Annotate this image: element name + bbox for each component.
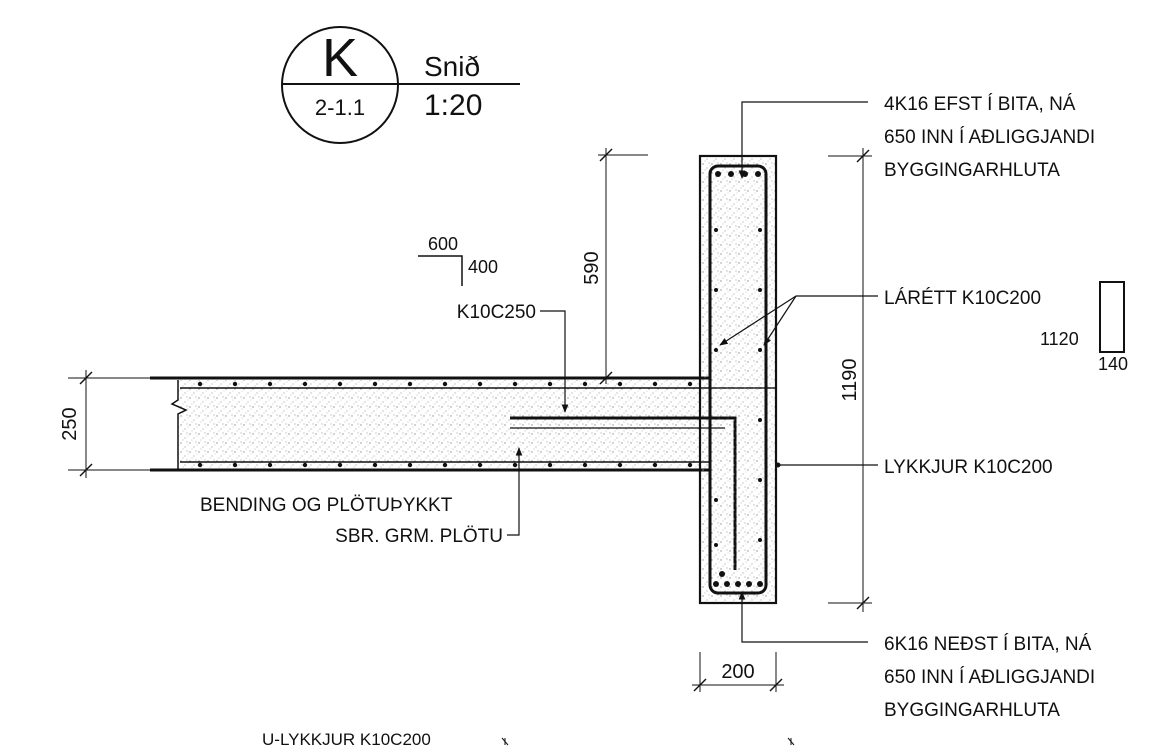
- section-marker: K 2-1.1 Snið 1:20: [281, 26, 520, 144]
- note-bottom-bars-1: 6K16 NEÐST Í BITA, NÁ: [884, 634, 1092, 655]
- note-top-bars-2: 650 INN Í AÐLIGGJANDI: [884, 127, 1095, 148]
- leader-bottom-bars: [738, 591, 868, 643]
- beam-width-label: 200: [721, 661, 754, 683]
- dimension-beam-depth: 1190: [828, 148, 872, 612]
- break-line: [170, 380, 188, 470]
- beam-bottom-bars: [713, 571, 763, 587]
- slab-bottom-bar-dots: [197, 462, 693, 468]
- lower-arrow-icon: [787, 737, 795, 746]
- note-slab-2: SBR. GRM. PLÖTU: [335, 526, 503, 547]
- section-scale: 1:20: [424, 89, 482, 122]
- beam-outline: [698, 154, 778, 605]
- hook-vertical-label: 400: [468, 257, 498, 277]
- slab-concrete-fill: [178, 380, 710, 470]
- beam-side-bars: [714, 228, 762, 547]
- stirrup-detail: 1120 140: [1040, 281, 1128, 374]
- dimension-slab-thickness: 250: [59, 370, 150, 478]
- leader-slab-bar: [540, 310, 569, 413]
- sheet-reference: 2-1.1: [315, 95, 365, 120]
- hook-detail: 600 400: [418, 234, 498, 286]
- note-u-stirrups: U-LYKKJUR K10C200: [262, 730, 431, 749]
- note-horizontal-bars: LÁRÉTT K10C200: [884, 288, 1041, 309]
- beam-depth-label: 1190: [839, 358, 861, 401]
- section-letter: K: [322, 28, 358, 88]
- beam: [698, 154, 778, 605]
- slab-top-bar-dots: [197, 381, 693, 387]
- note-bottom-bars-3: BYGGINGARHLUTA: [884, 700, 1060, 721]
- leader-slab-note: [507, 447, 523, 536]
- leader-top-bars: [738, 101, 868, 179]
- beam-stirrup: [708, 164, 768, 595]
- dimension-top-offset: 590: [581, 148, 648, 385]
- slab: [150, 376, 775, 570]
- note-slab-1: BENDING OG PLÖTUÞYKKT: [200, 495, 453, 516]
- hook-horizontal-label: 600: [428, 234, 458, 254]
- section-title: Snið: [424, 51, 480, 82]
- note-slab-bar: K10C250: [457, 302, 536, 323]
- dimension-beam-width: 200: [692, 652, 784, 692]
- stirrup-width-label: 140: [1098, 354, 1128, 374]
- note-bottom-bars-2: 650 INN Í AÐLIGGJANDI: [884, 667, 1095, 688]
- slab-thickness-label: 250: [59, 407, 81, 440]
- u-stirrups-arrow-icon: [501, 737, 509, 746]
- note-top-bars-1: 4K16 EFST Í BITA, NÁ: [884, 94, 1076, 115]
- top-offset-label: 590: [581, 251, 603, 284]
- beam-concrete-fill: [702, 158, 776, 602]
- leader-stirrups: [775, 462, 878, 468]
- note-stirrups: LYKKJUR K10C200: [884, 457, 1053, 478]
- stirrup-height-label: 1120: [1040, 329, 1079, 349]
- note-top-bars-3: BYGGINGARHLUTA: [884, 160, 1060, 181]
- leader-horizontal-bars: [719, 295, 878, 346]
